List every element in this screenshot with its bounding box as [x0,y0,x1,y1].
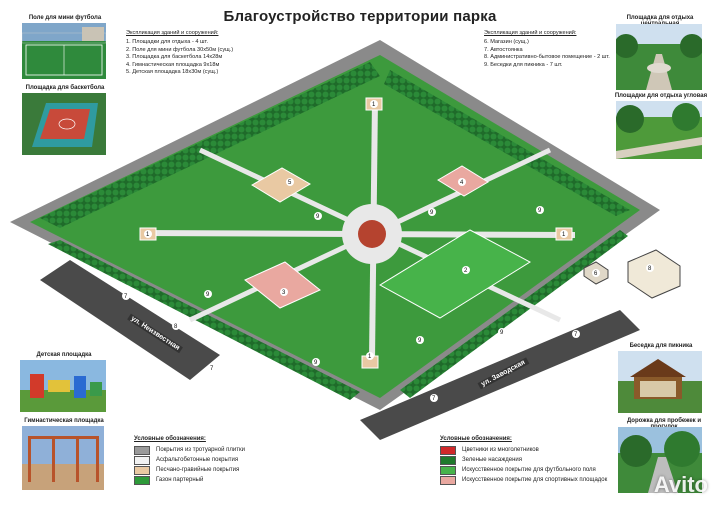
key-row: Покрытия из тротуарной плитки [134,445,284,455]
map-label: 9 [418,338,422,344]
key-label: Песчано-гравийные покрытия [156,467,240,473]
map-label: 1 [562,232,566,238]
page-title: Благоустройство территории парка [223,8,497,25]
key-label: Зеленые насаждения [462,457,522,463]
key-row: Асфальтобетонные покрытия [134,455,284,465]
key-right: Условные обозначения: Цветники из многол… [440,436,616,485]
key-row: Искусственное покрытие для спортивных пл… [440,475,616,485]
photo-caption-basketball: Площадка для баскетбола [25,85,105,91]
map-labels: 1 1 1 1 2 3 4 5 6 7 7 7 7 8 8 9 9 9 9 9 … [122,100,654,402]
map-label: 4 [460,180,464,186]
key-label: Искусственное покрытие для спортивных пл… [462,477,608,483]
explication-item: 8. Административно-бытовое помещение - 2… [484,54,610,61]
key-row: Газон партерный [134,475,284,485]
key-label: Цветники из многолетников [462,447,539,453]
photo-caption-kids: Детская площадка [36,352,92,358]
map-label: 1 [372,102,376,108]
key-row: Зеленые насаждения [440,455,616,465]
central-rest-photo [616,24,702,90]
key-row: Цветники из многолетников [440,445,616,455]
kids-photo [20,360,106,412]
football-field [379,229,531,319]
map-label: 8 [174,324,178,330]
tree-belt-sw [48,240,360,400]
avito-watermark: Avito [653,472,708,497]
mini-football-photo [22,23,106,79]
explication-right-header: Экспликация зданий и сооружений: [484,30,577,36]
explication-item: 6. Магазин (сущ.) [484,39,529,46]
map-label: 2 [464,268,468,274]
map-label: 9 [500,330,504,336]
photo-caption-gym: Гимнастическая площадка [24,418,104,424]
map-label: 5 [288,180,292,186]
map-label: 7 [124,294,128,300]
central-flowerbed [358,220,386,248]
map-label: 7 [432,396,436,402]
basketball-court [244,261,321,309]
map-label: 8 [648,266,652,272]
running-photo [618,427,702,493]
admin-building [627,249,681,299]
explication-item: 3. Площадка для баскетбола 14х28м [126,54,223,61]
key-row: Песчано-гравийные покрытия [134,465,284,475]
explication-left-header: Экспликация зданий и сооружений: [126,30,219,36]
key-left-header: Условные обозначения: [134,436,206,442]
photo-caption-mini-football: Поле для мини футбола [28,15,102,21]
tree-belt-se [400,230,628,398]
picnic-photo [618,351,702,413]
explication-item: 2. Поле для мини футбола 30х50м (сущ.) [126,46,234,53]
explication-item: 4. Гимнастическая площадка 9х18м [126,61,220,68]
map-label: 9 [316,214,320,220]
map-label: 9 [206,292,210,298]
map-label: 9 [430,210,434,216]
key-label: Газон партерный [156,477,204,483]
map-label: 7 [574,332,578,338]
key-label: Искусственное покрытие для футбольного п… [462,467,596,473]
explication-item: 9. Беседки для пикника - 7 шт. [484,61,563,68]
basketball-photo [22,93,106,155]
map-label: 7 [210,366,214,372]
explication-left: Экспликация зданий и сооружений: 1. Площ… [126,30,296,76]
photo-caption-picnic: Беседка для пикника [629,343,693,349]
kids-playground [251,167,311,203]
key-label: Покрытия из тротуарной плитки [156,447,245,453]
explication-item: 7. Автостоянка [484,46,523,53]
map-label: 6 [594,271,598,277]
explication-item: 1. Площадки для отдыха - 4 шт. [126,39,209,46]
map-label: 1 [146,232,150,238]
tree-belt-ne [384,70,630,216]
explication-item: 5. Детская площадка 18х30м (сущ.) [126,69,219,76]
corner-rest-photo [616,101,702,159]
map-label: 3 [282,290,286,296]
map-label: 9 [314,360,318,366]
key-label: Асфальтобетонные покрытия [156,457,239,463]
tree-belt-nw [40,62,380,228]
map-label: 1 [368,354,372,360]
map-label: 9 [538,208,542,214]
key-right-header: Условные обозначения: [440,436,512,442]
explication-right: Экспликация зданий и сооружений: 6. Мага… [484,30,614,69]
gym-photo [22,426,104,490]
key-left: Условные обозначения: Покрытия из тротуа… [134,436,284,485]
key-row: Искусственное покрытие для футбольного п… [440,465,616,475]
photo-caption-corner-rest: Площадки для отдыха угловая [614,93,708,99]
